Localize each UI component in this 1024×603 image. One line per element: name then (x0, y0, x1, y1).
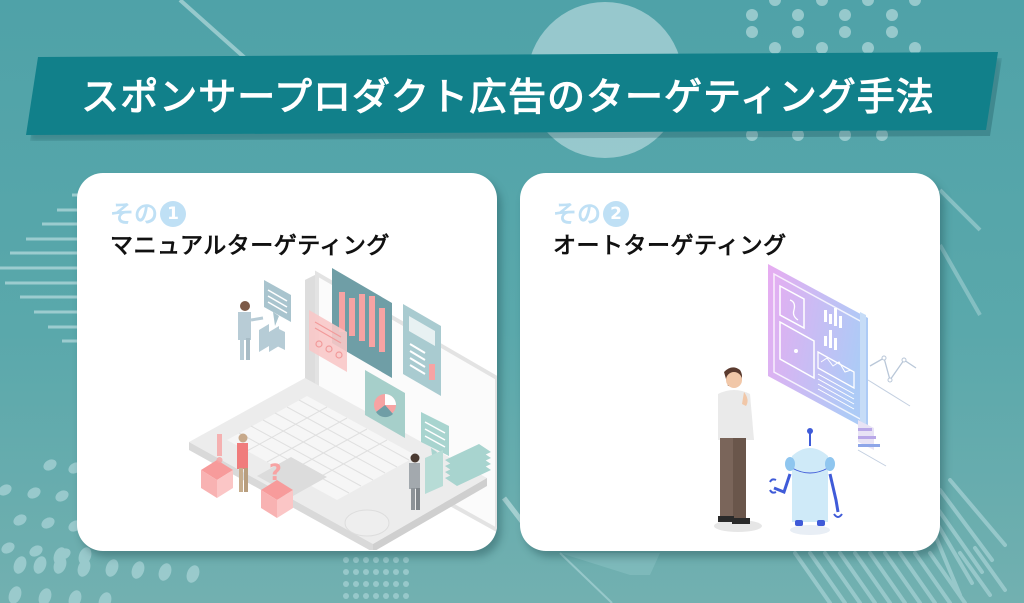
man-and-robot-viewing-hologram-screen-icon (714, 264, 917, 535)
card-heading: オートターゲティング (553, 233, 787, 259)
title-banner (26, 52, 998, 135)
kicker-label: その (553, 200, 601, 228)
svg-text:?: ? (269, 461, 282, 486)
laptop-with-charts-and-people-icon: ? (189, 268, 497, 550)
page-title: スポンサープロダクト広告のターゲティング手法 (81, 75, 935, 119)
card-kicker: その 1 (110, 199, 186, 229)
card-heading: マニュアルターゲティング (110, 233, 390, 259)
card-auto-targeting: その 2 オートターゲティング (520, 173, 940, 551)
number-badge: 2 (603, 201, 629, 227)
kicker-label: その (110, 200, 158, 228)
card-kicker: その 2 (553, 199, 629, 229)
number-badge: 1 (160, 201, 186, 227)
card-manual-targeting: その 1 マニュアルターゲティング (77, 173, 497, 551)
